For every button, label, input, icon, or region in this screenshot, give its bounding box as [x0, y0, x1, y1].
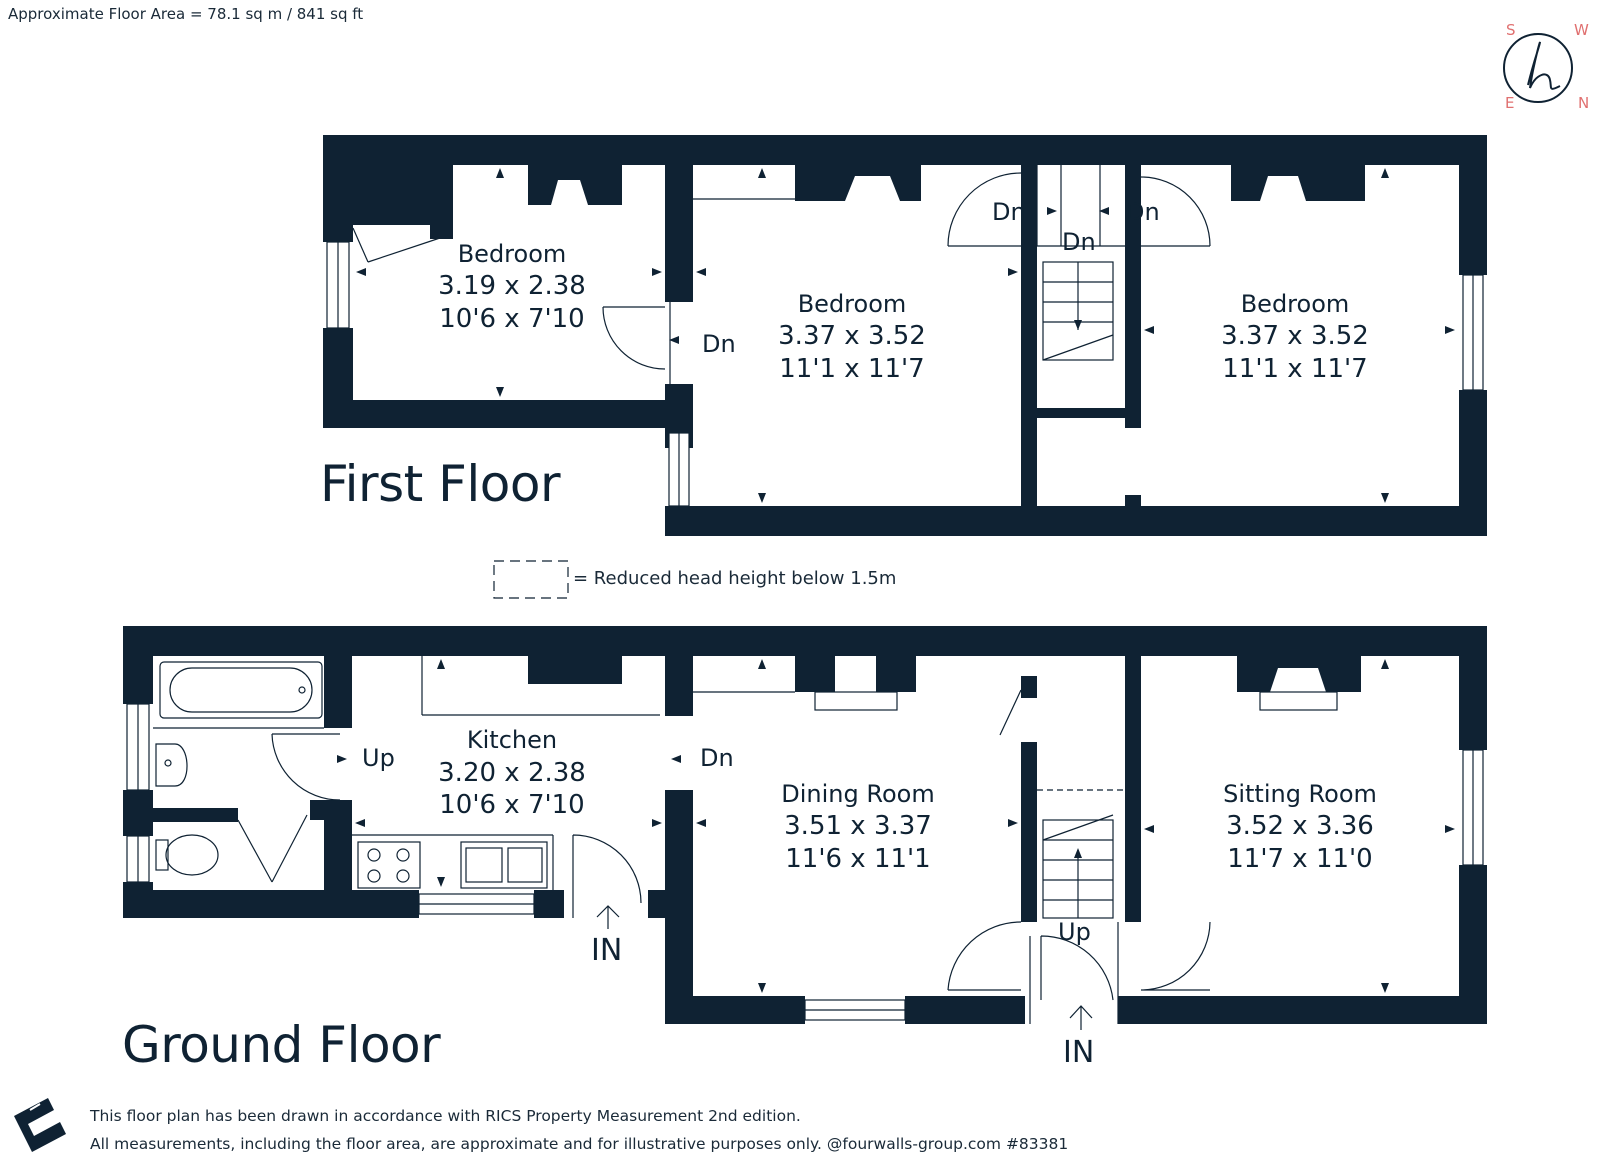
- first-dn-left-door: Dn: [992, 198, 1026, 226]
- sitting-room-metric: 3.52 x 3.36: [1226, 811, 1374, 841]
- first-floor-plan: Bedroom 3.19 x 2.38 10'6 x 7'10 Bedroom …: [323, 135, 1487, 536]
- first-bedroom-3-metric: 3.37 x 3.52: [1221, 321, 1369, 351]
- compass-e: E: [1505, 94, 1514, 112]
- ground-in-kitchen: IN: [591, 933, 622, 968]
- ground-up-bath: Up: [362, 744, 395, 772]
- legend-swatch: [493, 560, 569, 599]
- brand-logo: S W E N: [1503, 21, 1589, 112]
- first-bedroom-3-name: Bedroom: [1241, 290, 1350, 318]
- floor-area-note: Approximate Floor Area = 78.1 sq m / 841…: [8, 5, 364, 23]
- footer-note-disclaimer: All measurements, including the floor ar…: [90, 1135, 1069, 1153]
- first-floor-title: First Floor: [320, 455, 561, 513]
- fourwalls-logo: [14, 1098, 66, 1152]
- first-bedroom-1-name: Bedroom: [458, 240, 567, 268]
- ground-floor-title: Ground Floor: [122, 1016, 441, 1074]
- compass-s: S: [1506, 21, 1516, 39]
- ground-up-stair: Up: [1058, 918, 1091, 946]
- kitchen-metric: 3.20 x 2.38: [438, 758, 586, 788]
- first-dn-landing: Dn: [702, 330, 736, 358]
- dining-room-name: Dining Room: [781, 780, 934, 808]
- sitting-room-imperial: 11'7 x 11'0: [1227, 844, 1372, 874]
- first-bedroom-2-metric: 3.37 x 3.52: [778, 321, 926, 351]
- first-bedroom-1-metric: 3.19 x 2.38: [438, 271, 586, 301]
- ground-dn-kitchen: Dn: [700, 744, 734, 772]
- first-bedroom-3-imperial: 11'1 x 11'7: [1222, 354, 1367, 384]
- first-bedroom-2-name: Bedroom: [798, 290, 907, 318]
- sitting-room-name: Sitting Room: [1223, 780, 1377, 808]
- first-bedroom-2-imperial: 11'1 x 11'7: [779, 354, 924, 384]
- legend-text: = Reduced head height below 1.5m: [573, 568, 897, 589]
- footer-note-rics: This floor plan has been drawn in accord…: [90, 1107, 801, 1125]
- compass-n: N: [1578, 94, 1589, 112]
- dining-room-imperial: 11'6 x 11'1: [785, 844, 930, 874]
- ground-floor-plan: Kitchen 3.20 x 2.38 10'6 x 7'10 Dining R…: [123, 626, 1487, 1070]
- dining-room-metric: 3.51 x 3.37: [784, 811, 932, 841]
- ground-in-hall: IN: [1063, 1035, 1094, 1070]
- first-bedroom-1-imperial: 10'6 x 7'10: [439, 304, 584, 334]
- first-dn-right-door: Dn: [1126, 198, 1160, 226]
- kitchen-imperial: 10'6 x 7'10: [439, 790, 584, 820]
- kitchen-name: Kitchen: [467, 726, 557, 754]
- first-dn-stair: Dn: [1062, 228, 1096, 256]
- compass-w: W: [1574, 21, 1589, 39]
